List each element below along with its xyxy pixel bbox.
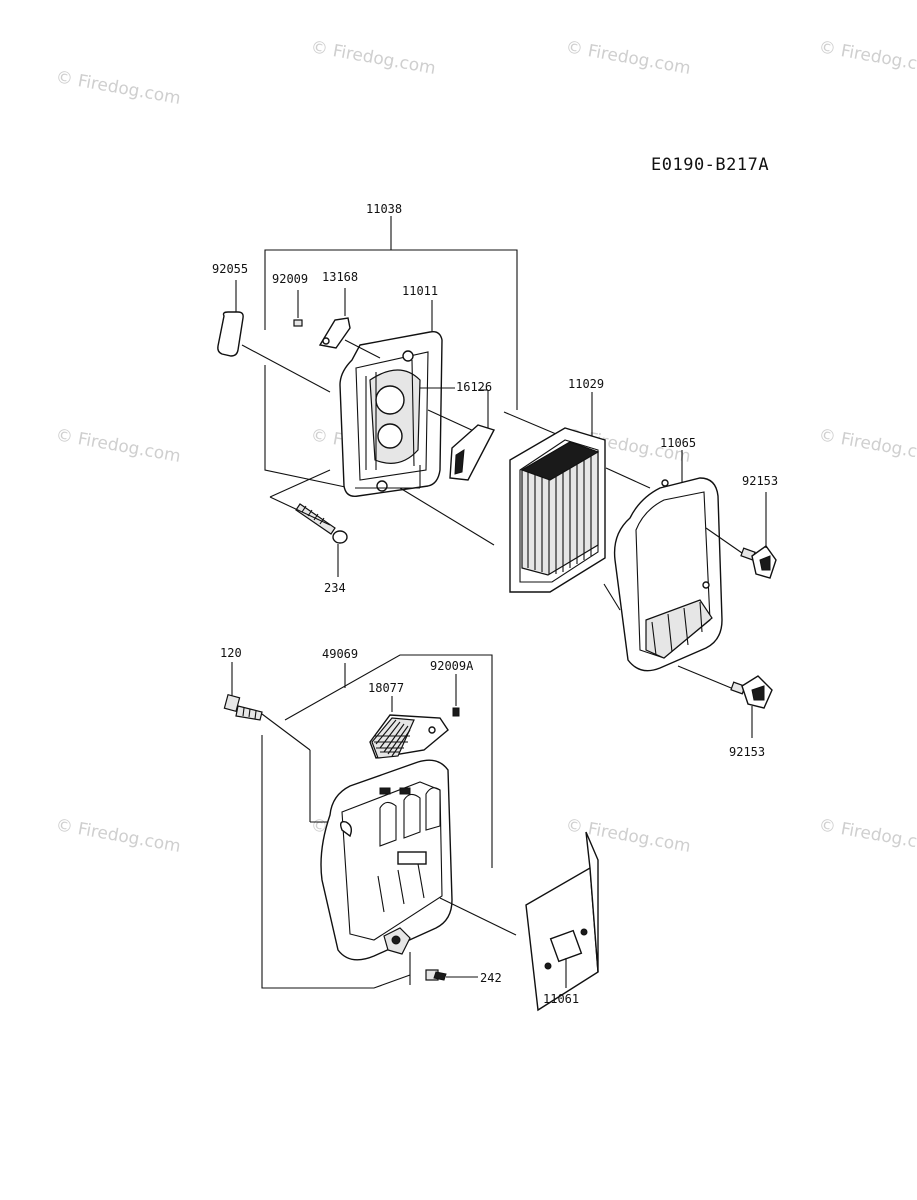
watermark: © Firedog.com bbox=[564, 37, 692, 79]
part-label-92009: 92009 bbox=[272, 272, 308, 286]
part-label-242: 242 bbox=[480, 971, 502, 985]
part-label-11061: 11061 bbox=[543, 992, 579, 1006]
bolt-242 bbox=[409, 952, 478, 985]
part-label-16126: 16126 bbox=[456, 380, 492, 394]
watermark: © Firedog.com bbox=[54, 67, 182, 109]
assembly-11038-bracket bbox=[264, 216, 518, 489]
knob-92153-lower bbox=[730, 675, 773, 738]
part-label-11011: 11011 bbox=[402, 284, 438, 298]
part-label-11038: 11038 bbox=[366, 202, 402, 216]
part-label-92055: 92055 bbox=[212, 262, 248, 276]
filter-element-11029 bbox=[509, 392, 651, 611]
bracket-13168 bbox=[318, 288, 351, 349]
muffler-body bbox=[320, 759, 517, 961]
part-label-92153-upper: 92153 bbox=[742, 474, 778, 488]
part-labels: 11038 92055 92009 13168 11011 16126 1102… bbox=[212, 202, 778, 1006]
gasket-11061 bbox=[525, 831, 599, 1012]
watermark: © Firedog.com bbox=[54, 815, 182, 857]
base-plate-11011 bbox=[339, 300, 443, 497]
screen-18077 bbox=[369, 696, 449, 759]
breather-16126 bbox=[420, 387, 496, 481]
part-label-92009A: 92009A bbox=[430, 659, 474, 673]
knob-92153-upper bbox=[705, 492, 777, 579]
watermark: © Firedog.com bbox=[309, 37, 437, 79]
watermark: © Firedog.com bbox=[817, 815, 917, 857]
part-label-120: 120 bbox=[220, 646, 242, 660]
part-label-234: 234 bbox=[324, 581, 346, 595]
screw-92009 bbox=[293, 290, 303, 327]
bolt-120 bbox=[223, 662, 348, 823]
part-label-49069: 49069 bbox=[322, 647, 358, 661]
watermark: © Firedog.com bbox=[564, 815, 692, 857]
part-label-11065: 11065 bbox=[660, 436, 696, 450]
bolt-234 bbox=[269, 469, 348, 577]
watermark: © Firedog.com bbox=[54, 425, 182, 467]
part-label-13168: 13168 bbox=[322, 270, 358, 284]
cover-11065 bbox=[613, 450, 737, 691]
diagram-code: E0190-B217A bbox=[651, 155, 769, 175]
screw-92009A bbox=[452, 674, 460, 717]
watermark: © Firedog.com bbox=[817, 425, 917, 467]
part-label-11029: 11029 bbox=[568, 377, 604, 391]
part-label-18077: 18077 bbox=[368, 681, 404, 695]
assembly-49069-bracket bbox=[261, 654, 493, 989]
part-label-92153-lower: 92153 bbox=[729, 745, 765, 759]
gasket-ring-92055 bbox=[217, 280, 331, 393]
watermark: © Firedog.com bbox=[817, 37, 917, 79]
